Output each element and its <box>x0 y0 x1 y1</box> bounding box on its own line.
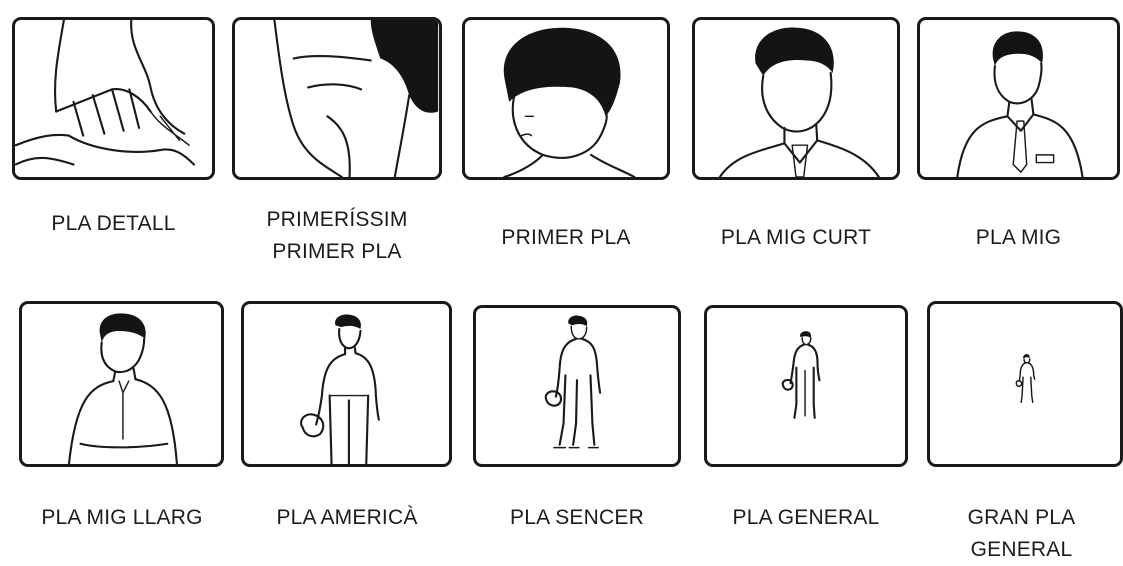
shot-frame-closeup <box>462 17 670 180</box>
american-shot-illustration <box>300 314 380 464</box>
closeup-illustration <box>503 27 636 177</box>
shot-label-medium-long: PLA MIG LLARG <box>41 506 203 529</box>
extreme-closeup-illustration <box>273 20 439 177</box>
shot-label-detail: PLA DETALL <box>51 212 176 235</box>
shot-label-extreme-long: GRAN PLA GENERAL <box>967 506 1076 561</box>
shot-label-medium-closeup: PLA MIG CURT <box>720 226 872 249</box>
shot-frame-extreme-long <box>927 301 1123 467</box>
shot-frame-american <box>241 301 452 467</box>
shot-frame-extreme-closeup <box>232 17 442 180</box>
hand-detail-illustration <box>15 20 195 166</box>
shot-label-long: PLA GENERAL <box>732 506 880 529</box>
shot-frame-long <box>704 305 908 467</box>
extreme-long-illustration <box>1015 354 1036 404</box>
medium-closeup-illustration <box>718 27 880 177</box>
shot-label-american: PLA AMERICÀ <box>276 506 418 529</box>
shot-label-full: PLA SENCER <box>510 506 644 529</box>
full-shot-illustration <box>544 315 602 449</box>
long-shot-illustration <box>781 331 821 419</box>
shot-frame-medium <box>917 17 1120 180</box>
shot-label-extreme-closeup: PRIMERÍSSIM PRIMER PLA <box>266 208 408 263</box>
medium-shot-illustration <box>956 31 1084 177</box>
medium-long-illustration <box>67 313 178 464</box>
shot-frame-medium-long <box>19 301 224 467</box>
shot-frame-medium-closeup <box>692 17 900 180</box>
shot-frame-detail <box>12 17 215 180</box>
shot-label-medium: PLA MIG <box>975 226 1062 249</box>
shot-label-closeup: PRIMER PLA <box>501 226 631 249</box>
shot-frame-full <box>473 305 681 467</box>
